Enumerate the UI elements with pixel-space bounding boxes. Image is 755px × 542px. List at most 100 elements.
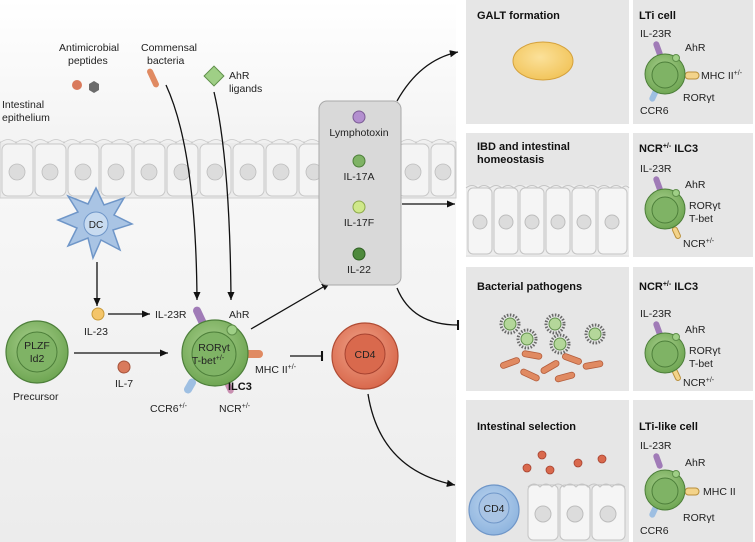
precursor-label: Precursor: [13, 391, 59, 403]
celltype-lti-title: LTi cell: [639, 10, 676, 22]
precursor-cell: PLZF Id2: [5, 320, 69, 384]
antimicrobial-peptide-icon: [72, 80, 82, 90]
celltype-ncr-ibd-tbet: T-bet: [689, 213, 713, 225]
celltype-ncr-pathogen-tbet: T-bet: [689, 358, 713, 370]
panel-pathogens-title: Bacterial pathogens: [477, 281, 582, 293]
ahr-ligands-label-2: ligands: [229, 83, 262, 95]
ahr-to-ilc3-arrow: [213, 91, 235, 301]
panel-ibd-title-1: IBD and intestinal: [477, 141, 570, 153]
galt-icon: [512, 41, 574, 81]
il7-label: IL-7: [115, 378, 133, 390]
il17a-icon: [352, 154, 366, 168]
ilc3-to-cytokines-arrow: [250, 282, 331, 330]
commensal-to-ilc3-arrow: [165, 84, 201, 301]
ibd-epithelium-icon: [465, 185, 630, 255]
selection-molecules-icon: [522, 450, 607, 475]
commensal-bacteria-icon: [147, 68, 159, 88]
celltype-lti-mhc: MHC II+/-: [701, 70, 743, 82]
celltype-ncr-pathogen-il23r: IL-23R: [640, 308, 672, 320]
panel-ibd-title-2: homeostasis: [477, 154, 544, 166]
cytokine-box: Lymphotoxin IL-17A IL-17F IL-22: [318, 100, 402, 286]
selection-epithelium-icon: [527, 483, 626, 541]
panel-galt-title: GALT formation: [477, 10, 560, 22]
il23r-receptor-icon: [653, 453, 663, 469]
celltype-lti-like-il23r: IL-23R: [640, 440, 672, 452]
commensal-label-2: bacteria: [147, 55, 185, 67]
lymphotoxin-icon: [352, 110, 366, 124]
il23r-arrow-label: IL-23R: [155, 309, 187, 321]
commensal-label: Commensal: [141, 42, 197, 54]
celltype-lti-like-ror: RORγt: [683, 512, 715, 524]
antimicrobial-label-2: peptides: [68, 55, 108, 67]
il7-molecule-icon: [117, 360, 131, 374]
celltype-lti-ror: RORγt: [683, 92, 715, 104]
ilc3-ccr6-label: CCR6+/-: [150, 403, 188, 415]
panel-selection-title: Intestinal selection: [477, 421, 576, 433]
celltype-ncr-ibd-ahr: AhR: [685, 179, 706, 191]
celltype-lti-like-ahr: AhR: [685, 457, 706, 469]
celltype-lti-ccr6: CCR6: [640, 105, 669, 117]
ilc3-mhc-label: MHC II+/-: [255, 364, 297, 376]
precursor-id2: Id2: [30, 353, 45, 365]
il23-molecule-icon: [91, 307, 105, 321]
mhc-receptor-icon: [684, 487, 700, 496]
bacteria-icon: [500, 350, 604, 383]
il23r-receptor-icon: [653, 321, 663, 337]
selection-cd4-cell: CD4: [468, 484, 520, 536]
celltype-lti: LTi cell IL-23R AhR MHC II+/- RORγt CCR6: [633, 0, 753, 124]
il23r-receptor-icon: [653, 176, 663, 192]
il22-icon: [352, 247, 366, 261]
ilc3-cell: RORγt T-bet+/-: [181, 306, 263, 394]
epithelium-label-2: epithelium: [2, 112, 50, 124]
celltype-ncr-ibd-ncr: NCR+/-: [683, 238, 715, 250]
celltype-ncr-pathogen: NCR+/- ILC3 IL-23R AhR RORγt T-bet NCR+/…: [633, 267, 753, 391]
antimicrobial-peptide-hex-icon: [89, 81, 99, 93]
cytokine-il17a: IL-17A: [344, 171, 375, 183]
celltype-lti-like-ccr6: CCR6: [640, 525, 669, 537]
dc-label: DC: [89, 220, 103, 231]
cytokines-inhibit-pathogens-line: [396, 287, 460, 331]
dendritic-cell: DC: [56, 186, 134, 261]
panel-ibd: IBD and intestinal homeostasis: [465, 133, 630, 257]
celltype-lti-like: LTi-like cell IL-23R AhR MHC II RORγt CC…: [633, 400, 753, 542]
cd4-to-selection-arrow: [367, 393, 456, 487]
precursor-plzf: PLZF: [24, 340, 50, 352]
celltype-lti-il23r: IL-23R: [640, 28, 672, 40]
cytokine-il17f: IL-17F: [344, 217, 374, 229]
ilc3-ahr-label: AhR: [229, 309, 250, 321]
celltype-ncr-ibd-title: NCR+/- ILC3: [639, 143, 698, 155]
cd4-t-cell: CD4: [331, 322, 399, 390]
il17f-icon: [352, 200, 366, 214]
il23-label: IL-23: [84, 326, 108, 338]
mhc-receptor-icon: [684, 71, 700, 80]
celltype-ncr-ibd-il23r: IL-23R: [640, 163, 672, 175]
selection-cd4-label: CD4: [483, 503, 504, 515]
celltype-ncr-pathogen-ror: RORγt: [689, 345, 721, 357]
ilc3-label: ILC3: [228, 381, 252, 393]
ahr-ligands-label: AhR: [229, 70, 250, 82]
cd4-label: CD4: [354, 349, 375, 361]
ilc3-rorgt: RORγt: [198, 342, 230, 354]
panel-pathogens: Bacterial pathogens: [466, 267, 629, 391]
celltype-ncr-pathogen-title: NCR+/- ILC3: [639, 281, 698, 293]
celltype-lti-like-mhc: MHC II: [703, 486, 736, 498]
ilc3-tbet: T-bet+/-: [192, 355, 225, 367]
virus-icon: [499, 313, 606, 355]
il23r-receptor-icon: [653, 41, 663, 57]
ccr6-receptor-icon: [184, 378, 196, 394]
antimicrobial-label: Antimicrobial: [59, 42, 119, 54]
celltype-ncr-pathogen-ncr: NCR+/-: [683, 377, 715, 389]
celltype-ncr-pathogen-ahr: AhR: [685, 324, 706, 336]
celltype-ncr-ibd: NCR+/- ILC3 IL-23R AhR RORγt T-bet NCR+/…: [633, 133, 753, 257]
panel-galt: GALT formation: [466, 0, 629, 124]
epithelium-label: Intestinal: [2, 99, 44, 111]
cytokine-lymphotoxin: Lymphotoxin: [329, 127, 388, 139]
celltype-ncr-ibd-ror: RORγt: [689, 200, 721, 212]
ahr-ligand-icon: [203, 65, 225, 87]
cytokine-il22: IL-22: [347, 264, 371, 276]
ilc3-ncr-label: NCR+/-: [219, 403, 251, 415]
panel-selection: Intestinal selection CD4: [466, 400, 629, 542]
celltype-lti-like-title: LTi-like cell: [639, 421, 698, 433]
celltype-lti-ahr: AhR: [685, 42, 706, 54]
